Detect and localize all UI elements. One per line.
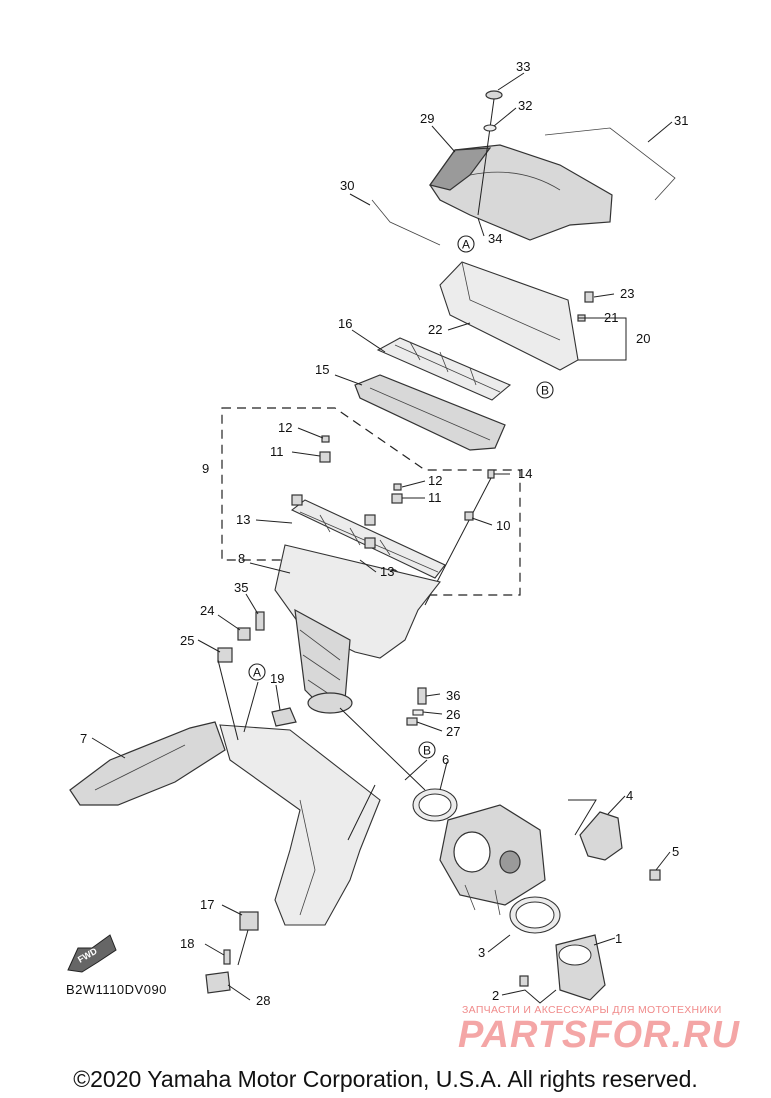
callout-20: 20 (636, 331, 650, 346)
leader-lines (91, 72, 673, 1004)
part-11-grommet (319, 451, 331, 463)
callout-11b: 11 (428, 490, 442, 505)
part-28-grommet (205, 971, 231, 994)
part-12-clip (321, 435, 330, 443)
callout-32: 32 (518, 98, 532, 113)
callout-13b: 13 (380, 564, 394, 579)
callout-30: 30 (340, 178, 354, 193)
callout-5: 5 (672, 844, 679, 859)
part-4-sensor-cover (579, 811, 623, 861)
callout-25: 25 (180, 633, 194, 648)
callout-2: 2 (492, 988, 499, 1003)
svg-text:B: B (423, 744, 431, 758)
part-13-guide (290, 494, 446, 579)
svg-text:A: A (253, 666, 261, 680)
part-7-side-cover (69, 721, 226, 806)
callout-14: 14 (518, 466, 532, 481)
svg-text:A: A (462, 238, 470, 252)
part-35-bolt (255, 611, 265, 631)
part-36-bolt (417, 687, 427, 705)
callout-31: 31 (674, 113, 688, 128)
part-8-airbox (274, 544, 441, 714)
callout-22: 22 (428, 322, 442, 337)
callout-36: 36 (446, 688, 460, 703)
ref-mark-a-lower: A (248, 663, 266, 681)
watermark-subtitle: ЗАПЧАСТИ И АКСЕССУАРЫ ДЛЯ МОТОТЕХНИКИ (462, 1004, 722, 1016)
callout-6: 6 (442, 752, 449, 767)
callout-23: 23 (620, 286, 634, 301)
svg-text:B: B (541, 384, 549, 398)
part-10-collar (464, 511, 474, 521)
part-16-frame (376, 337, 512, 401)
part-18-screw (223, 949, 231, 965)
part-25-damper (217, 647, 233, 663)
watermark-logo: PARTSFOR.RU (458, 1014, 740, 1056)
callout-19: 19 (270, 671, 284, 686)
callout-8: 8 (238, 551, 245, 566)
part-5-screw (649, 869, 661, 881)
callout-16: 16 (338, 316, 352, 331)
callout-13a: 13 (236, 512, 250, 527)
callout-11a: 11 (270, 444, 284, 459)
callout-21: 21 (604, 310, 618, 325)
part-31-seal (544, 127, 676, 201)
ref-mark-b-top: B (536, 381, 554, 399)
part-15-filter (354, 374, 506, 451)
part-24-damper (237, 627, 251, 641)
part-29-cover (428, 144, 613, 241)
part-6-clamp (412, 788, 458, 822)
part-12-clip-b (393, 483, 402, 491)
ref-mark-a-top: A (457, 235, 475, 253)
intake-duct (219, 724, 381, 926)
callout-26: 26 (446, 707, 460, 722)
throttle-body (439, 804, 546, 916)
callout-4: 4 (626, 788, 633, 803)
part-17-sensor (237, 911, 259, 966)
callout-1: 1 (615, 931, 622, 946)
callout-15: 15 (315, 362, 329, 377)
callout-labels: 1 2 3 4 5 6 7 8 9 10 11 11 12 12 13 13 1… (80, 59, 688, 1008)
callout-28: 28 (256, 993, 270, 1008)
callout-24: 24 (200, 603, 214, 618)
callout-3: 3 (478, 945, 485, 960)
part-2-screw (519, 975, 529, 987)
part-23-screw (584, 291, 594, 303)
callout-10: 10 (496, 518, 510, 533)
part-1-joint (555, 934, 606, 1001)
diagram-code: B2W1110DV090 (66, 982, 167, 997)
callout-12b: 12 (428, 473, 442, 488)
callout-29: 29 (420, 111, 434, 126)
callout-12a: 12 (278, 420, 292, 435)
part-33-bolt (477, 90, 503, 216)
part-19-clamp (271, 707, 297, 727)
part-11-grommet-b (391, 493, 403, 504)
part-30-hose (371, 199, 441, 246)
group-9-outline (221, 407, 521, 596)
part-22-housing (439, 261, 579, 371)
part-27-collar (406, 717, 418, 726)
part-3-band (509, 896, 561, 934)
callout-18: 18 (180, 936, 194, 951)
callout-9: 9 (202, 461, 209, 476)
part-32-washer (483, 124, 497, 132)
callout-27: 27 (446, 724, 460, 739)
callout-17: 17 (200, 897, 214, 912)
callout-34: 34 (488, 231, 502, 246)
part-26-washer (412, 709, 424, 716)
callout-33: 33 (516, 59, 530, 74)
fwd-arrow-icon: FWD (67, 934, 117, 973)
callout-35: 35 (234, 580, 248, 595)
ref-mark-b-lower: B (418, 741, 436, 759)
callout-7: 7 (80, 731, 87, 746)
copyright-notice: ©2020 Yamaha Motor Corporation, U.S.A. A… (73, 1066, 698, 1092)
